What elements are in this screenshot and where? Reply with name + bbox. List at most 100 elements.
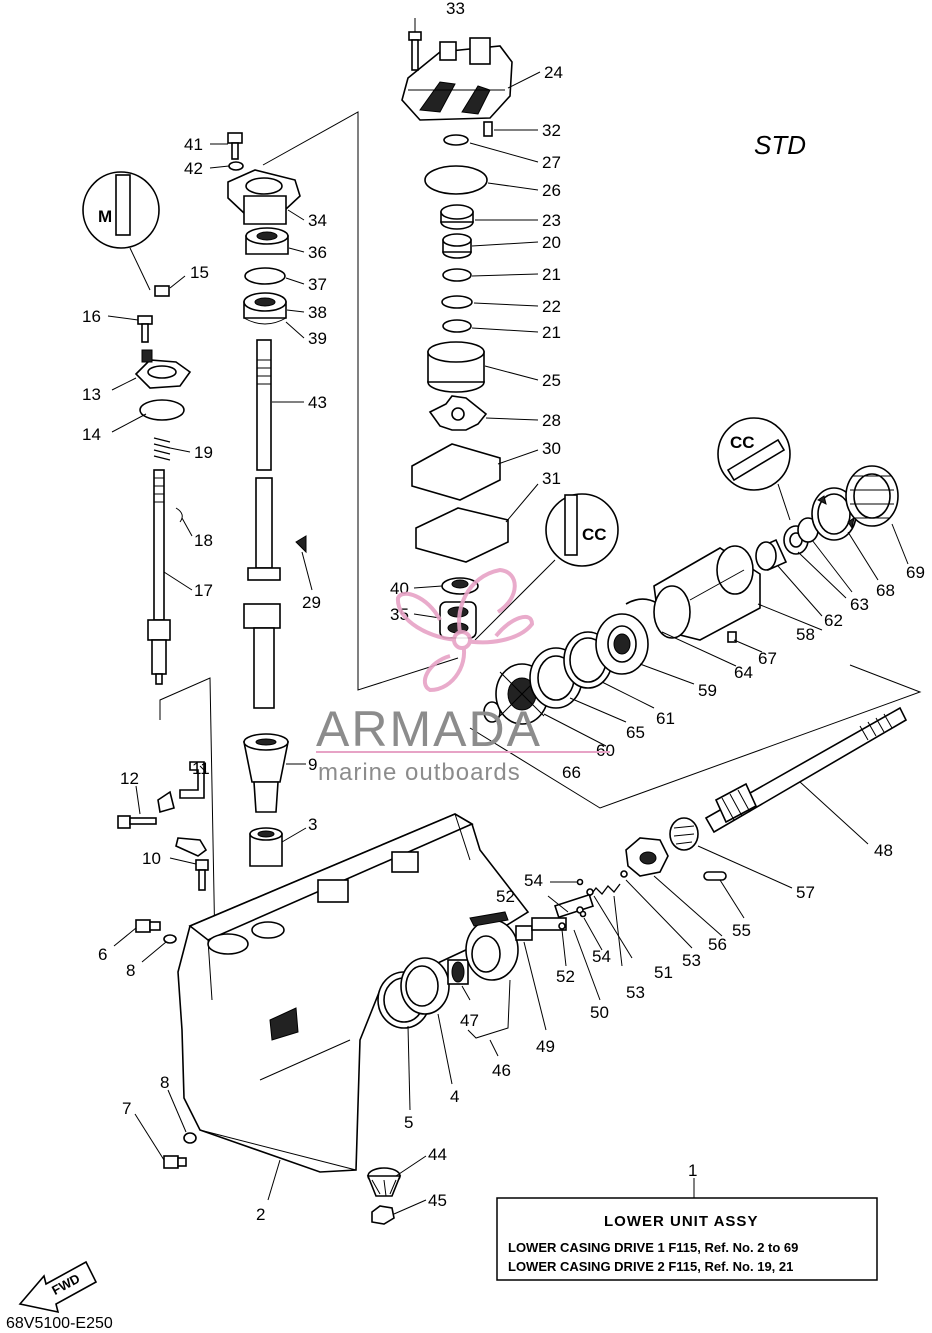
callout-18: 18 xyxy=(194,531,213,550)
callout-59: 59 xyxy=(698,681,717,700)
callout-47: 47 xyxy=(460,1011,479,1030)
washer-8-upper xyxy=(163,934,177,944)
callout-38: 38 xyxy=(308,303,327,322)
callout-32: 32 xyxy=(542,121,561,140)
propeller-shaft-group-outline xyxy=(469,664,922,809)
o-ring-14 xyxy=(139,399,185,421)
bearing-3 xyxy=(249,827,283,867)
o-ring-26 xyxy=(424,165,488,195)
propeller-shaft-48 xyxy=(704,706,908,834)
callout-23: 23 xyxy=(542,211,561,230)
svg-text:CC: CC xyxy=(730,433,755,452)
shift-rod-bushing-13 xyxy=(134,349,192,389)
callout-20: 20 xyxy=(542,233,561,252)
detail-inset-shift-rod: M xyxy=(82,171,160,291)
callout-6: 6 xyxy=(98,945,107,964)
callout-9: 9 xyxy=(308,755,317,774)
callout-49: 49 xyxy=(536,1037,555,1056)
retainer-68 xyxy=(811,487,857,541)
dowel-pin-32 xyxy=(483,121,493,137)
ball-bearing-59 xyxy=(595,613,649,675)
callout-54-upper: 54 xyxy=(524,871,543,890)
spring-57 xyxy=(669,817,699,851)
svg-text:CC: CC xyxy=(582,525,607,544)
bolt-10 xyxy=(195,859,209,891)
callout-16: 16 xyxy=(82,307,101,326)
legend-line-2: LOWER CASING DRIVE 2 F115, Ref. No. 19, … xyxy=(508,1259,793,1274)
shim-37 xyxy=(244,267,286,285)
callout-30: 30 xyxy=(542,439,561,458)
grommet-20 xyxy=(442,233,472,259)
shift-plunger-50 xyxy=(554,893,594,919)
callout-42: 42 xyxy=(184,159,203,178)
callout-17: 17 xyxy=(194,581,213,600)
callout-62: 62 xyxy=(824,611,843,630)
spring-19 xyxy=(153,437,171,461)
callout-27: 27 xyxy=(542,153,561,172)
nut-15 xyxy=(154,285,170,297)
callout-33: 33 xyxy=(446,0,465,18)
callout-65: 65 xyxy=(626,723,645,742)
callout-58: 58 xyxy=(796,625,815,644)
callout-57: 57 xyxy=(796,883,815,902)
key-67 xyxy=(727,631,737,643)
callout-52-upper: 52 xyxy=(496,887,515,906)
impeller-28 xyxy=(428,395,488,431)
callout-14: 14 xyxy=(82,425,101,444)
watermark: ARMADA marine outboards xyxy=(316,567,610,786)
ball-54-lower xyxy=(579,910,587,918)
ball-53-lower xyxy=(586,888,594,896)
callout-53-left: 53 xyxy=(626,983,645,1002)
callout-48: 48 xyxy=(874,841,893,860)
callout-43: 43 xyxy=(308,393,327,412)
callout-21-upper: 21 xyxy=(542,265,561,284)
key-29 xyxy=(295,535,307,554)
callout-15: 15 xyxy=(190,263,209,282)
nut-45 xyxy=(371,1205,395,1225)
callout-22: 22 xyxy=(542,297,561,316)
callout-10: 10 xyxy=(142,849,161,868)
callout-26: 26 xyxy=(542,181,561,200)
circlip-18 xyxy=(175,507,183,523)
ball-53-upper xyxy=(620,870,628,878)
callout-60: 60 xyxy=(596,741,615,760)
ball-54-upper xyxy=(576,878,584,886)
callout-36: 36 xyxy=(308,243,327,262)
std-label: STD xyxy=(754,130,806,160)
callout-34: 34 xyxy=(308,211,327,230)
washer-21-upper xyxy=(442,268,472,282)
callout-25: 25 xyxy=(542,371,561,390)
cross-pin-55 xyxy=(703,871,727,881)
callout-19: 19 xyxy=(194,443,213,462)
callout-68: 68 xyxy=(876,581,895,600)
callout-28: 28 xyxy=(542,411,561,430)
watermark-tagline: marine outboards xyxy=(318,759,521,786)
drive-shaft-43 xyxy=(243,339,281,709)
impeller-housing-25 xyxy=(427,341,485,393)
callout-5: 5 xyxy=(404,1113,413,1132)
callout-67: 67 xyxy=(758,649,777,668)
taper-roller-bearing-47 xyxy=(447,959,469,985)
shim-66 xyxy=(483,701,501,723)
watermark-propeller-logo xyxy=(395,567,535,693)
sleeve-38 xyxy=(243,292,287,319)
callout-56: 56 xyxy=(708,935,727,954)
grease-nipple-11 xyxy=(179,761,205,799)
o-ring-27 xyxy=(443,134,469,146)
shift-rod-group-outline xyxy=(159,677,216,951)
callout-21-lower: 21 xyxy=(542,323,561,342)
callout-8-upper: 8 xyxy=(126,961,135,980)
bearing-outer-race-4 xyxy=(400,957,450,1015)
water-pump-housing xyxy=(401,37,513,121)
o-ring-39 xyxy=(243,317,287,325)
callout-2: 2 xyxy=(256,1205,265,1224)
bolt-12 xyxy=(117,790,175,829)
callout-51: 51 xyxy=(654,963,673,982)
legend-title: LOWER UNIT ASSY xyxy=(604,1213,758,1230)
callout-24: 24 xyxy=(544,63,563,82)
callout-41: 41 xyxy=(184,135,203,154)
dog-clutch-56 xyxy=(625,837,669,877)
needle-bearing-62 xyxy=(755,538,788,572)
callout-37: 37 xyxy=(308,275,327,294)
